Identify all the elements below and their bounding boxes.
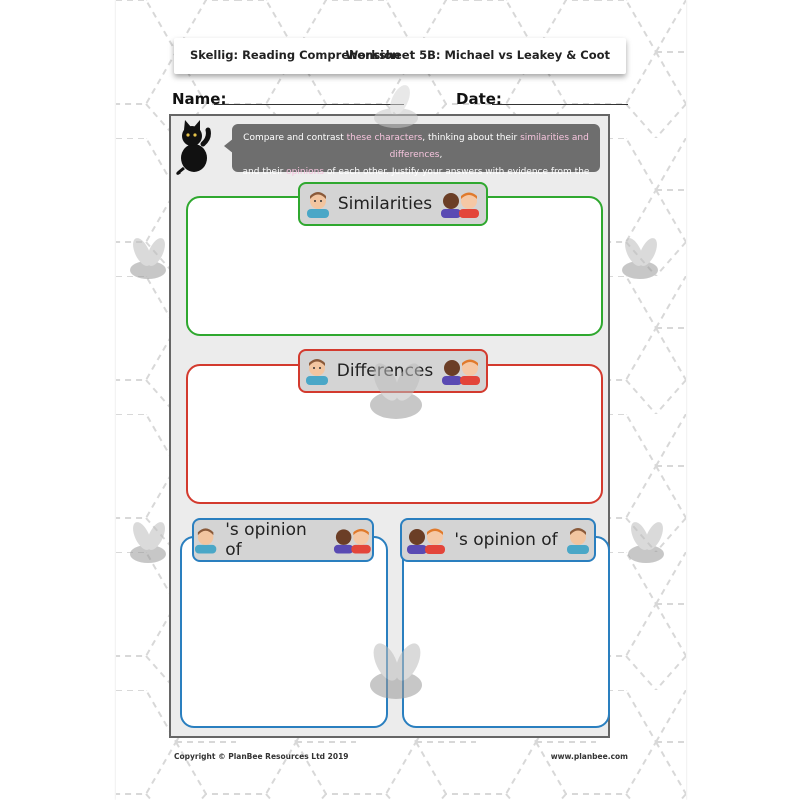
michael-face-icon <box>306 192 329 218</box>
copyright-text: Copyright © PlanBee Resources Ltd 2019 <box>174 752 349 761</box>
name-field[interactable] <box>214 104 404 105</box>
leakey-coot-opinion-answer-box[interactable] <box>402 536 610 728</box>
michael-opinion-answer-box[interactable] <box>180 536 388 728</box>
website-link[interactable]: www.planbee.com <box>550 752 628 761</box>
name-label: Name: <box>172 90 227 108</box>
bee-watermark-icon <box>628 522 664 563</box>
leakey-and-coot-faces-icon <box>334 528 372 554</box>
worksheet-subject-title: Skellig: Reading Comprehension <box>190 48 401 62</box>
leakey-and-coot-faces-icon <box>442 359 481 385</box>
leakey-coot-opinion-heading: 's opinion of <box>400 518 596 562</box>
michael-opinion-heading: 's opinion of <box>192 518 374 562</box>
instruction-text: and their <box>242 167 287 177</box>
instruction-text: , thinking about their <box>422 133 521 143</box>
leakey-and-coot-faces-icon <box>441 192 480 218</box>
michael-face-icon <box>566 528 589 554</box>
instructions-speech-bubble: Compare and contrast these characters, t… <box>232 124 600 194</box>
opinion-right-title: 's opinion of <box>454 530 558 550</box>
instruction-text: , <box>439 150 443 160</box>
opinion-left-title: 's opinion of <box>225 520 307 560</box>
date-label: Date: <box>456 90 502 108</box>
instruction-text: Compare and contrast <box>243 133 347 143</box>
header-band: Skellig: Reading Comprehension Worksheet… <box>174 38 626 74</box>
date-field[interactable] <box>492 104 628 105</box>
bee-watermark-icon <box>374 85 418 128</box>
bee-watermark-icon <box>370 643 422 699</box>
similarities-title: Similarities <box>337 194 433 214</box>
leakey-and-coot-faces-icon <box>407 528 446 554</box>
bee-watermark-icon <box>130 522 166 563</box>
speech-bubble-tail <box>224 138 234 154</box>
black-cat-icon <box>176 120 211 175</box>
worksheet-page: Skellig: Reading Comprehension Worksheet… <box>116 0 686 800</box>
instruction-highlight: similarities and differences <box>389 133 589 160</box>
similarities-heading: Similarities <box>298 182 488 226</box>
michael-face-icon <box>305 359 328 385</box>
michael-face-icon <box>194 528 217 554</box>
bee-watermark-icon <box>622 238 658 279</box>
bee-watermark-icon <box>130 238 166 279</box>
instruction-highlight: these characters <box>346 133 423 143</box>
bee-watermark-icon <box>370 363 422 419</box>
instruction-highlight: opinions <box>286 167 324 177</box>
worksheet-number-title: Worksheet 5B: Michael vs Leakey & Coot <box>345 48 610 62</box>
